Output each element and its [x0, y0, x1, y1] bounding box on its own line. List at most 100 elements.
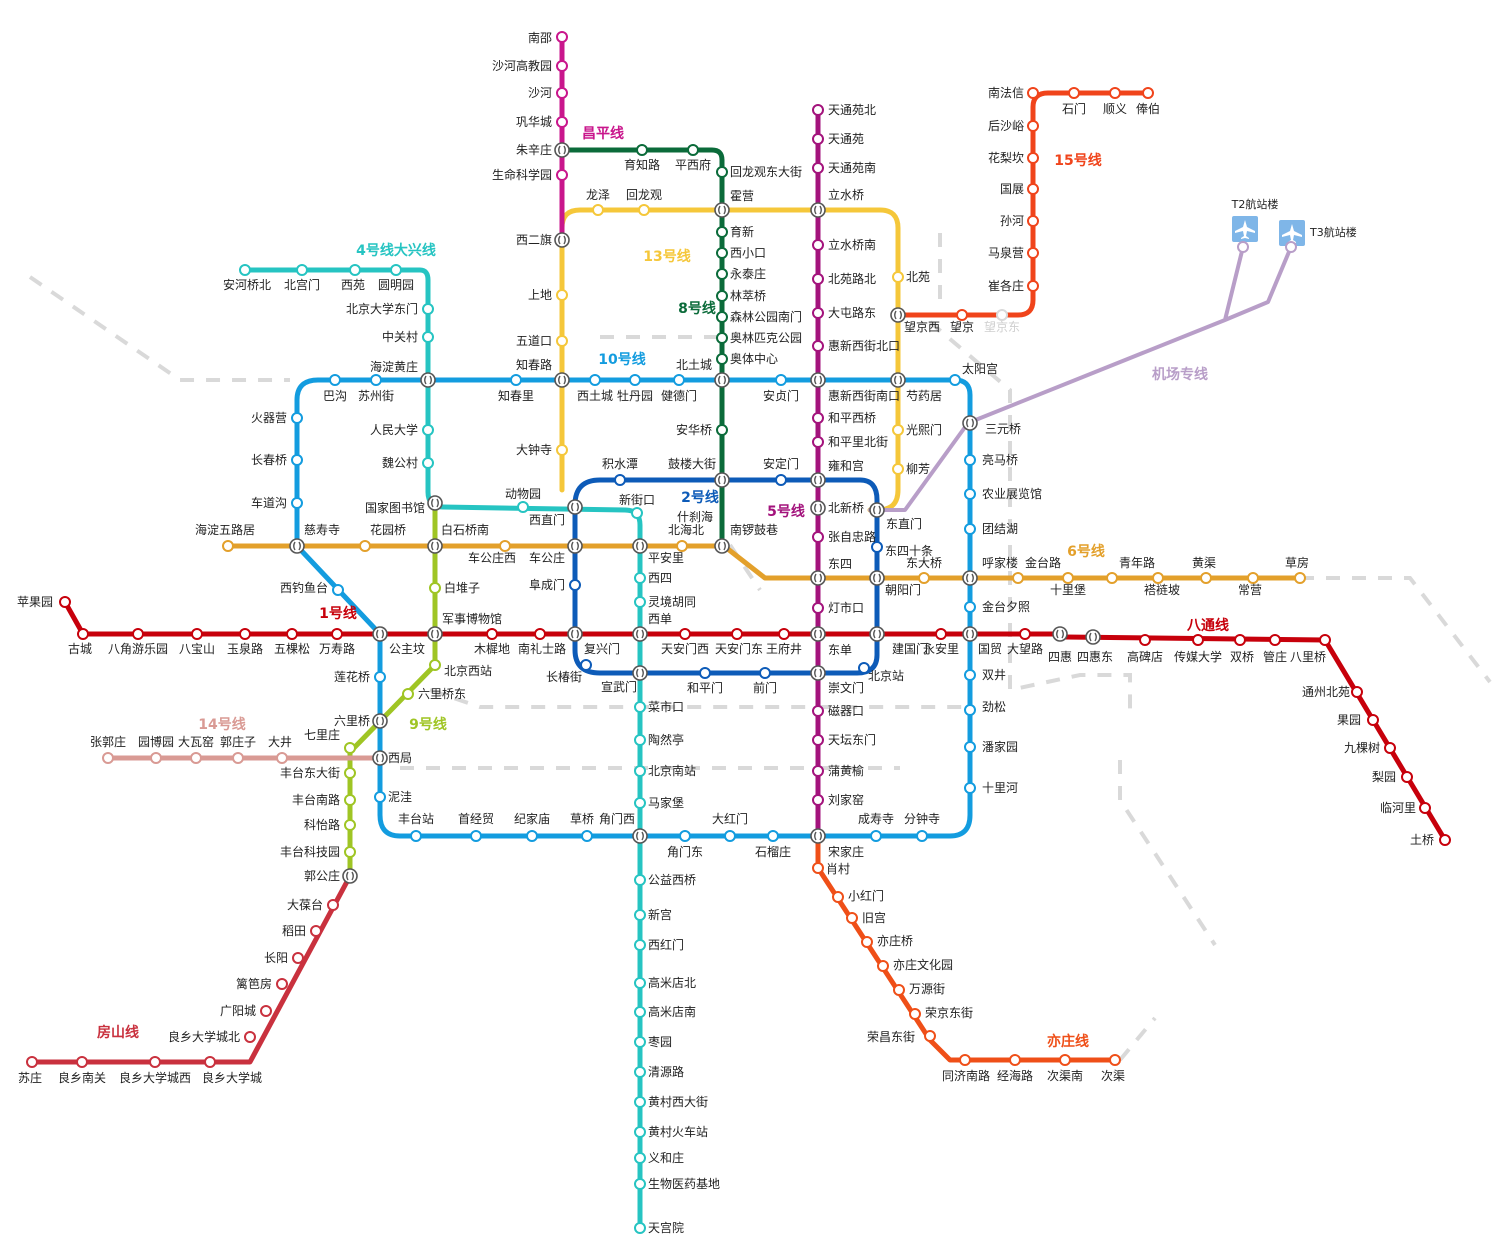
- station-221-dot[interactable]: [832, 891, 844, 903]
- station-148-interchange-icon[interactable]: [869, 626, 885, 642]
- station-180-dot[interactable]: [778, 628, 790, 640]
- station-94-dot[interactable]: [634, 1126, 646, 1138]
- station-224-dot[interactable]: [877, 960, 889, 972]
- station-205-dot[interactable]: [327, 899, 339, 911]
- station-204-interchange-icon[interactable]: [342, 868, 358, 884]
- station-220-dot[interactable]: [812, 862, 824, 874]
- station-160-dot[interactable]: [918, 572, 930, 584]
- station-112-dot[interactable]: [291, 454, 303, 466]
- station-75-dot[interactable]: [631, 507, 643, 519]
- terminal-3-station-dot[interactable]: [1285, 241, 1297, 253]
- station-167-dot[interactable]: [1294, 572, 1306, 584]
- station-111-dot[interactable]: [291, 412, 303, 424]
- station-211-dot[interactable]: [204, 1056, 216, 1068]
- station-25-dot[interactable]: [812, 273, 824, 285]
- station-107-dot[interactable]: [775, 374, 787, 386]
- station-76-interchange-icon[interactable]: [632, 538, 648, 554]
- station-37-interchange-icon[interactable]: [810, 665, 826, 681]
- station-125-dot[interactable]: [679, 830, 691, 842]
- station-29-dot[interactable]: [812, 412, 824, 424]
- station-149-dot[interactable]: [858, 662, 870, 674]
- station-175-interchange-icon[interactable]: [427, 626, 443, 642]
- station-137-dot[interactable]: [964, 523, 976, 535]
- station-1-dot[interactable]: [556, 60, 568, 72]
- station-117-dot[interactable]: [374, 671, 386, 683]
- station-72-interchange-icon[interactable]: [427, 495, 443, 511]
- station-118-interchange-icon[interactable]: [372, 713, 388, 729]
- station-146-dot[interactable]: [871, 541, 883, 553]
- station-90-dot[interactable]: [634, 1006, 646, 1018]
- station-217-dot[interactable]: [190, 752, 202, 764]
- station-99-dot[interactable]: [370, 374, 382, 386]
- station-14-dot[interactable]: [716, 247, 728, 259]
- station-83-dot[interactable]: [634, 765, 646, 777]
- station-132-dot[interactable]: [964, 704, 976, 716]
- station-44-dot[interactable]: [1068, 87, 1080, 99]
- station-58-dot[interactable]: [892, 424, 904, 436]
- station-102-dot[interactable]: [589, 374, 601, 386]
- station-166-dot[interactable]: [1247, 572, 1259, 584]
- station-169-dot[interactable]: [77, 628, 89, 640]
- station-189-dot[interactable]: [1319, 634, 1331, 646]
- station-12-interchange-icon[interactable]: [714, 202, 730, 218]
- station-194-dot[interactable]: [1419, 802, 1431, 814]
- station-162-dot[interactable]: [1062, 572, 1074, 584]
- station-121-dot[interactable]: [410, 830, 422, 842]
- station-170-dot[interactable]: [132, 628, 144, 640]
- station-31-interchange-icon[interactable]: [810, 472, 826, 488]
- station-138-dot[interactable]: [964, 488, 976, 500]
- station-147-interchange-icon[interactable]: [869, 570, 885, 586]
- station-197-dot[interactable]: [429, 659, 441, 671]
- station-80-interchange-icon[interactable]: [632, 665, 648, 681]
- station-158-interchange-icon[interactable]: [427, 538, 443, 554]
- station-139-dot[interactable]: [964, 454, 976, 466]
- station-168-dot[interactable]: [59, 596, 71, 608]
- station-53-dot[interactable]: [956, 309, 968, 321]
- station-203-dot[interactable]: [344, 846, 356, 858]
- station-74-interchange-icon[interactable]: [567, 499, 583, 515]
- station-45-dot[interactable]: [1109, 87, 1121, 99]
- station-27-dot[interactable]: [812, 340, 824, 352]
- station-60-interchange-icon[interactable]: [869, 502, 885, 518]
- station-35-dot[interactable]: [812, 602, 824, 614]
- station-185-dot[interactable]: [1139, 634, 1151, 646]
- station-22-dot[interactable]: [812, 162, 824, 174]
- station-200-dot[interactable]: [344, 767, 356, 779]
- station-130-dot[interactable]: [964, 782, 976, 794]
- station-70-dot[interactable]: [422, 424, 434, 436]
- station-47-dot[interactable]: [1027, 120, 1039, 132]
- station-209-dot[interactable]: [260, 1005, 272, 1017]
- station-120-dot[interactable]: [374, 791, 386, 803]
- station-105-interchange-icon[interactable]: [714, 372, 730, 388]
- station-91-dot[interactable]: [634, 1036, 646, 1048]
- station-113-dot[interactable]: [291, 497, 303, 509]
- station-33-dot[interactable]: [812, 531, 824, 543]
- station-50-dot[interactable]: [1027, 215, 1039, 227]
- station-134-interchange-icon[interactable]: [962, 626, 978, 642]
- station-66-dot[interactable]: [390, 264, 402, 276]
- station-96-dot[interactable]: [634, 1178, 646, 1190]
- station-3-dot[interactable]: [556, 116, 568, 128]
- station-142-dot[interactable]: [775, 474, 787, 486]
- station-192-dot[interactable]: [1384, 742, 1396, 754]
- station-157-dot[interactable]: [359, 540, 371, 552]
- station-159-dot[interactable]: [499, 540, 511, 552]
- station-20-dot[interactable]: [812, 104, 824, 116]
- station-51-dot[interactable]: [1027, 247, 1039, 259]
- station-86-dot[interactable]: [634, 874, 646, 886]
- station-24-dot[interactable]: [812, 239, 824, 251]
- station-190-dot[interactable]: [1351, 686, 1363, 698]
- station-196-dot[interactable]: [429, 582, 441, 594]
- station-10-dot[interactable]: [592, 204, 604, 216]
- station-227-dot[interactable]: [924, 1030, 936, 1042]
- station-131-dot[interactable]: [964, 741, 976, 753]
- station-69-interchange-icon[interactable]: [420, 372, 436, 388]
- station-57-interchange-icon[interactable]: [890, 372, 906, 388]
- station-104-dot[interactable]: [673, 374, 685, 386]
- station-38-dot[interactable]: [812, 705, 824, 717]
- station-49-dot[interactable]: [1027, 183, 1039, 195]
- station-101-dot[interactable]: [510, 374, 522, 386]
- station-54-interchange-icon[interactable]: [890, 307, 906, 323]
- station-82-dot[interactable]: [634, 734, 646, 746]
- station-114-interchange-icon[interactable]: [289, 538, 305, 554]
